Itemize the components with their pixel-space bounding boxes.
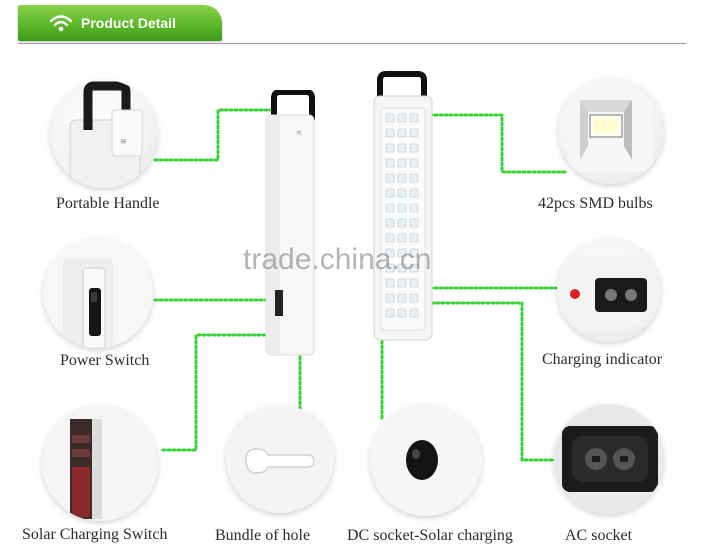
led-bulb <box>409 143 419 153</box>
led-bulb <box>397 173 407 183</box>
led-bulb <box>409 203 419 213</box>
detail-handle: ≋ <box>50 80 158 188</box>
label-smd-bulbs: 42pcs SMD bulbs <box>538 195 653 212</box>
header-divider <box>18 43 686 44</box>
led-bulb <box>409 113 419 123</box>
label-dc-socket: DC socket-Solar charging <box>347 527 513 544</box>
led-bulb <box>397 278 407 288</box>
led-bulb <box>397 233 407 243</box>
label-bundle-of-hole: Bundle of hole <box>215 527 311 544</box>
led-bulb <box>409 173 419 183</box>
led-bulb <box>385 143 395 153</box>
detail-charging-indicator <box>557 238 661 342</box>
detail-solar-switch <box>42 405 158 521</box>
header-banner: Product Detail <box>18 5 222 41</box>
led-bulb <box>397 263 407 273</box>
led-bulb <box>409 233 419 243</box>
page-title: Product Detail <box>81 15 176 31</box>
svg-text:≋: ≋ <box>120 137 127 146</box>
svg-text:≋: ≋ <box>296 129 302 137</box>
led-bulb <box>385 248 395 258</box>
led-bulb <box>397 188 407 198</box>
detail-bulbs <box>558 78 664 184</box>
led-bulb <box>397 128 407 138</box>
led-bulb <box>385 113 395 123</box>
wifi-icon <box>49 15 73 32</box>
label-power-switch: Power Switch <box>60 352 150 369</box>
led-bulb <box>409 188 419 198</box>
detail-bundle-hole <box>226 405 334 513</box>
led-bulb <box>397 218 407 228</box>
led-bulb <box>385 278 395 288</box>
label-portable-handle: Portable Handle <box>56 195 160 212</box>
led-bulb <box>409 278 419 288</box>
led-bulb <box>409 293 419 303</box>
led-bulb <box>397 203 407 213</box>
led-bulb <box>397 143 407 153</box>
led-bulb <box>409 263 419 273</box>
led-bulb <box>385 263 395 273</box>
led-bulb <box>409 158 419 168</box>
led-bulb <box>385 293 395 303</box>
watermark: trade.china.cn <box>243 243 432 276</box>
led-bulb <box>397 248 407 258</box>
led-bulb <box>385 203 395 213</box>
led-bulb <box>385 128 395 138</box>
led-bulb <box>409 128 419 138</box>
led-bulb <box>385 308 395 318</box>
label-ac-socket: AC socket <box>565 527 633 544</box>
detail-dc-socket <box>370 404 482 516</box>
detail-ac-socket <box>554 404 664 514</box>
led-bulb <box>409 218 419 228</box>
led-bulb <box>409 308 419 318</box>
led-bulb <box>385 173 395 183</box>
label-charging-indicator: Charging indicator <box>542 351 663 368</box>
led-bulb <box>385 188 395 198</box>
led-bulb <box>397 293 407 303</box>
led-bulb <box>385 158 395 168</box>
led-bulb <box>397 308 407 318</box>
label-solar-charging-switch: Solar Charging Switch <box>22 526 168 543</box>
led-bulb <box>397 158 407 168</box>
led-bulb <box>385 218 395 228</box>
led-bulb <box>409 248 419 258</box>
led-bulb <box>385 233 395 243</box>
detail-power-switch <box>43 238 153 348</box>
led-bulb <box>397 113 407 123</box>
